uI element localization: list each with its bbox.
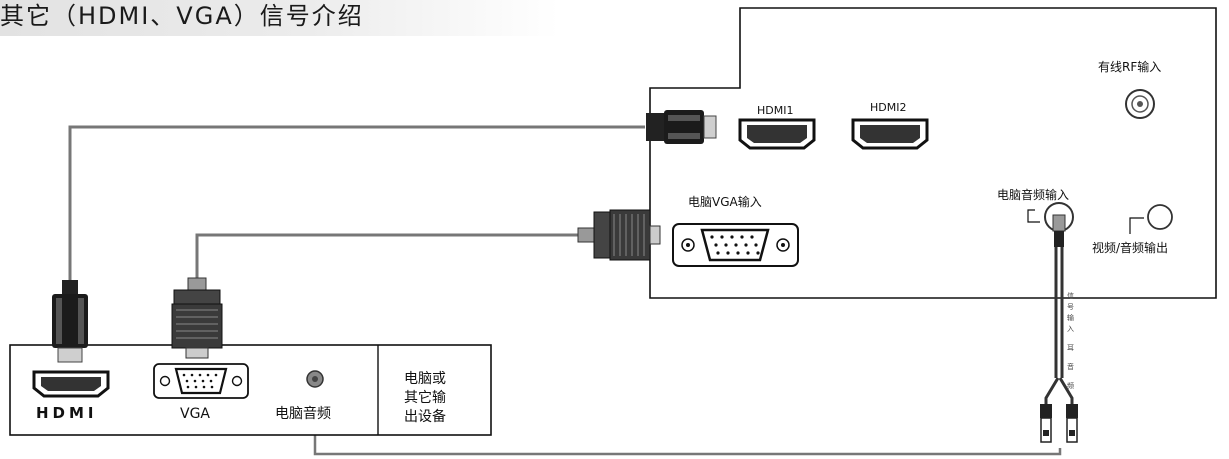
rca-plug-left <box>1040 404 1052 443</box>
page-title: 其它（HDMI、VGA）信号介绍 <box>0 2 364 30</box>
rf-label: 有线RF输入 <box>1098 59 1161 74</box>
av-out-jack <box>1129 204 1173 234</box>
pc-device-label-line-3: 出设备 <box>404 408 446 425</box>
hdmi2-port <box>851 118 929 150</box>
cable-text-char: 音 <box>1067 362 1074 371</box>
hdmi-cable <box>68 125 645 282</box>
pc-vga-port <box>153 363 249 399</box>
pc-hdmi-label: HDMI <box>36 404 98 422</box>
hdmi1-port <box>738 118 816 150</box>
vga-plug-tv <box>577 209 661 261</box>
cable-text-char: 耳 <box>1067 344 1074 352</box>
pc-vga-label: VGA <box>180 406 210 422</box>
pc-hdmi-port <box>32 370 110 398</box>
pc-audio-tv-cable <box>1044 246 1074 404</box>
rca-plug-right <box>1066 404 1078 443</box>
vga-cable <box>195 233 585 282</box>
cable-text-char: 频 <box>1067 381 1074 390</box>
vga-plug-pc <box>171 277 223 359</box>
pc-audio-label: 电脑音频 <box>275 405 331 422</box>
audio-cable <box>313 425 1062 456</box>
cable-text-char: 输 <box>1067 313 1074 322</box>
tv-vga-pins <box>710 235 760 255</box>
hdmi-plug-tv <box>646 110 717 144</box>
title-band: 其它（HDMI、VGA）信号介绍 <box>0 0 560 36</box>
hdmi1-label: HDMI1 <box>757 104 793 117</box>
tv-vga-label: 电脑VGA输入 <box>688 194 762 209</box>
pc-device-label-line-1: 电脑或 <box>404 371 446 387</box>
cable-text-char: 号 <box>1067 303 1074 311</box>
hdmi-plug-pc <box>52 280 88 363</box>
rf-connector-icon <box>1125 89 1155 119</box>
pc-audio-jack <box>306 370 324 388</box>
pc-audio-in-jack <box>1027 202 1074 247</box>
cable-text: 信 号 输 入 耳 音 频 <box>1067 291 1074 390</box>
av-out-label: 视频/音频输出 <box>1092 240 1168 255</box>
pc-audio-in-label: 电脑音频输入 <box>997 187 1069 202</box>
hdmi2-label: HDMI2 <box>870 101 906 114</box>
cable-text-char: 入 <box>1067 325 1074 333</box>
pc-device-label-line-2: 其它输 <box>404 389 446 406</box>
cable-text-char: 信 <box>1067 291 1074 300</box>
pc-vga-pins <box>182 373 218 389</box>
